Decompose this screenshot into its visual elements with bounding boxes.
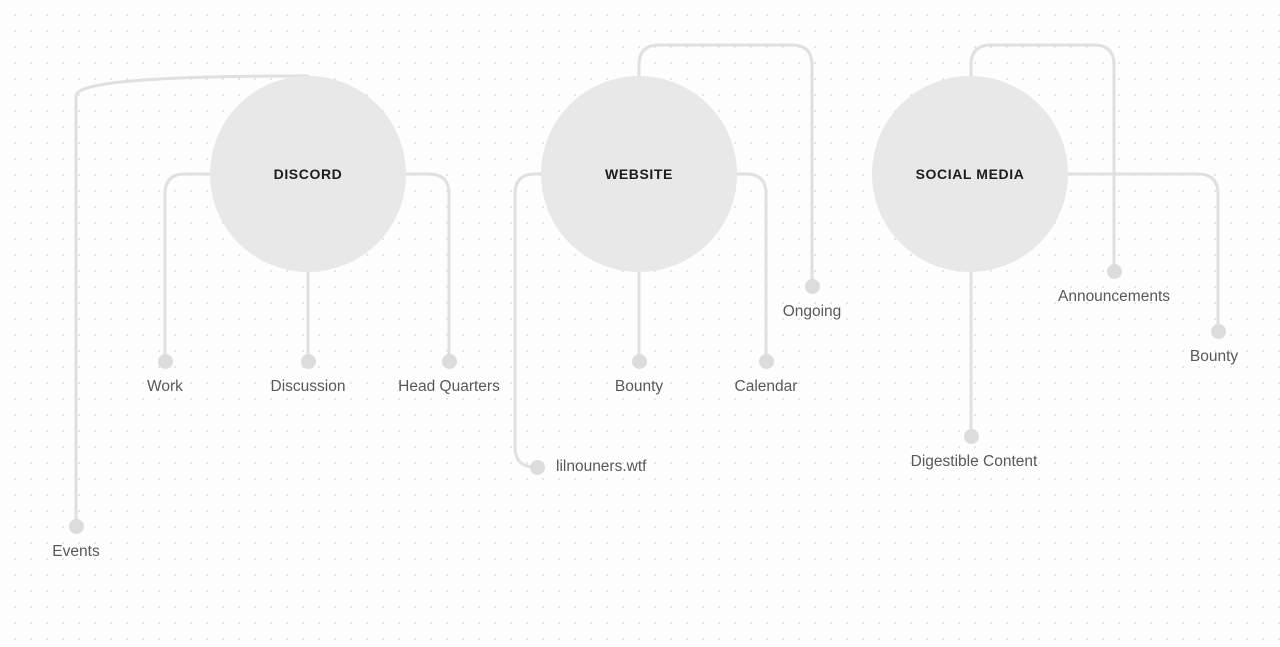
- node-label-work: Work: [147, 378, 183, 395]
- node-label-announcements: Announcements: [1057, 288, 1171, 305]
- wire-website-calendar: [735, 172, 768, 363]
- wire-discord-headquarters: [404, 172, 451, 363]
- hub-discord[interactable]: DISCORD: [210, 76, 406, 272]
- node-label-discussion: Discussion: [270, 378, 346, 395]
- node-label-events: Events: [52, 543, 100, 560]
- wire-social-bounty: [1066, 172, 1220, 333]
- node-label-website-bounty: Bounty: [614, 378, 664, 395]
- node-dot-discussion[interactable]: [300, 353, 316, 369]
- node-label-calendar: Calendar: [734, 378, 798, 395]
- node-label-ongoing: Ongoing: [782, 303, 842, 320]
- node-dot-events[interactable]: [68, 518, 84, 534]
- node-dot-work[interactable]: [157, 353, 173, 369]
- hub-label-website: WEBSITE: [605, 166, 673, 182]
- node-dot-announcements[interactable]: [1106, 263, 1122, 279]
- wire-discord-work: [163, 172, 212, 363]
- node-dot-lilnouners-wtf[interactable]: [529, 459, 545, 475]
- node-dot-head-quarters[interactable]: [441, 353, 457, 369]
- hub-social-media[interactable]: SOCIAL MEDIA: [872, 76, 1068, 272]
- hub-label-social-media: SOCIAL MEDIA: [915, 166, 1025, 182]
- node-label-social-bounty: Bounty: [1189, 348, 1239, 365]
- node-dot-calendar[interactable]: [758, 353, 774, 369]
- node-dot-ongoing[interactable]: [804, 278, 820, 294]
- node-dot-social-bounty[interactable]: [1210, 323, 1226, 339]
- node-label-lilnouners-wtf: lilnouners.wtf: [556, 458, 647, 475]
- hub-website[interactable]: WEBSITE: [541, 76, 737, 272]
- node-label-digestible-content: Digestible Content: [910, 453, 1038, 470]
- hub-label-discord: DISCORD: [273, 166, 343, 182]
- node-dot-website-bounty[interactable]: [631, 353, 647, 369]
- node-label-head-quarters: Head Quarters: [398, 378, 500, 395]
- wire-website-lilnouners: [513, 172, 543, 469]
- node-dot-digestible-content[interactable]: [963, 428, 979, 444]
